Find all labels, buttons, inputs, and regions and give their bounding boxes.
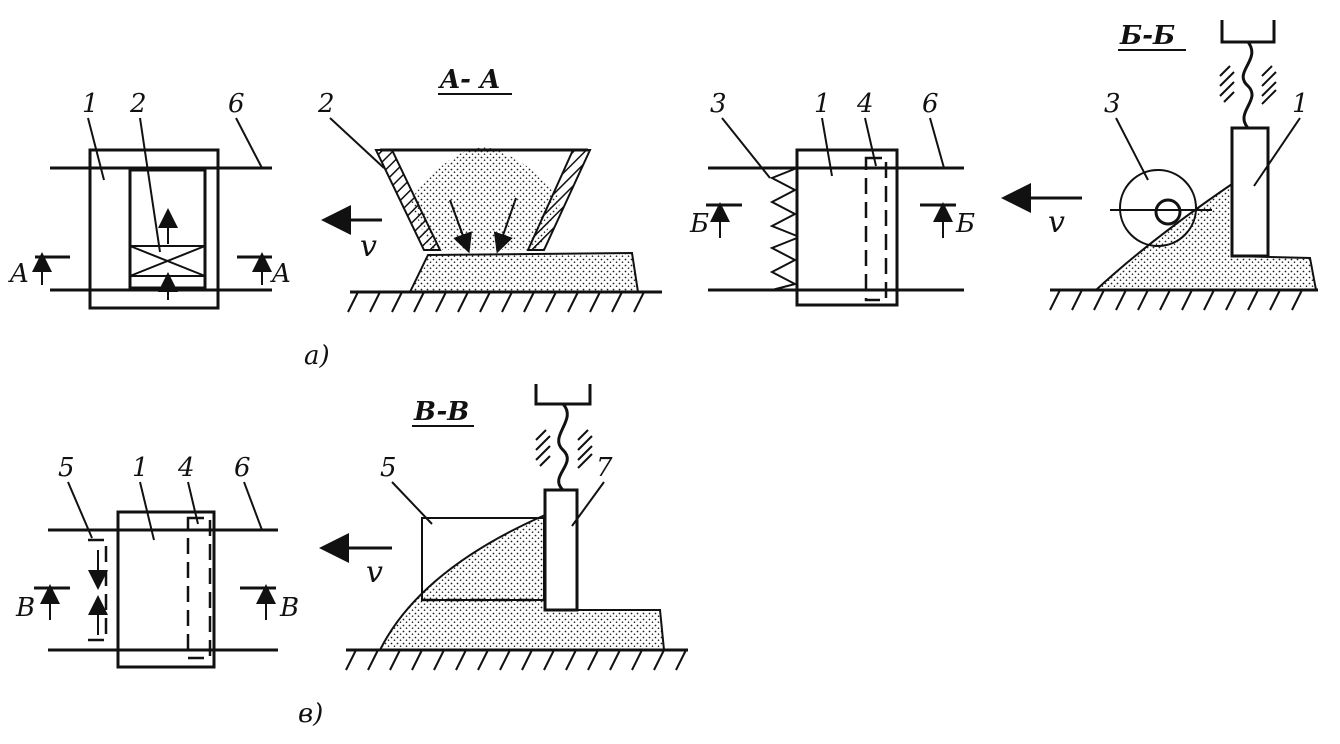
panel-v-plan: B B 5 1 4 6 в) [15, 453, 323, 729]
panel-a-section: A- A 2 v a) [304, 65, 662, 371]
label-1-v: 1 [132, 453, 149, 483]
subfigure-v-label: в) [298, 699, 323, 729]
blade-4-hidden-v [186, 516, 212, 660]
label-2-a: 2 [129, 89, 147, 119]
panel-b-plan: Б Б 3 1 4 6 [689, 89, 975, 307]
label-4-b: 4 [856, 89, 874, 119]
hopper-material [410, 147, 562, 250]
drive-bracket-v [534, 384, 592, 406]
speed-label-a: v [360, 229, 377, 264]
label-3-section-b: 3 [1104, 89, 1121, 119]
laid-layer-a [408, 251, 640, 293]
screed-5-hidden [88, 538, 108, 642]
subfigure-a-label: a) [304, 341, 330, 371]
box-1-v [116, 510, 216, 669]
material-pile-b [1093, 182, 1318, 291]
label-7-section-v: 7 [596, 453, 613, 483]
label-6-a: 6 [228, 89, 245, 119]
box-1 [88, 148, 220, 310]
roller-3 [1119, 169, 1197, 247]
flexible-shaft-b [1241, 41, 1254, 129]
section-title-vv: B-B [413, 397, 469, 427]
label-6-b: 6 [922, 89, 939, 119]
section-title-aa: A- A [437, 65, 500, 95]
label-5-section-v: 5 [380, 453, 397, 483]
spring-3-lower [769, 237, 798, 291]
speed-label-v: v [366, 555, 383, 590]
label-1-section-b: 1 [1292, 89, 1309, 119]
panel-a-plan: A A 1 2 6 [8, 89, 291, 310]
section-mark-v-right: B [279, 593, 299, 623]
section-mark-b-left: Б [689, 209, 709, 239]
label-4-v: 4 [177, 453, 195, 483]
label-2-section: 2 [317, 89, 335, 119]
section-mark-v-left: B [15, 593, 35, 623]
section-title-bb: Б-Б [1119, 21, 1175, 51]
blade-4-hidden [864, 156, 888, 302]
section-mark-b-right: Б [955, 209, 975, 239]
flexible-shaft-v [557, 402, 569, 492]
plate-7 [543, 488, 579, 612]
speed-label-b: v [1048, 205, 1065, 240]
label-1-b: 1 [814, 89, 831, 119]
label-5-v: 5 [58, 453, 75, 483]
drive-bracket-b [1220, 20, 1276, 44]
panel-b-section: Б-Б v 3 1 [1001, 20, 1318, 311]
section-mark-a-left: A [8, 259, 29, 289]
label-6-v: 6 [234, 453, 251, 483]
panel-v-section: B-B v 5 7 [319, 384, 688, 671]
box-1-b [795, 148, 899, 307]
plate-1-b [1230, 126, 1270, 258]
label-3-b: 3 [710, 89, 727, 119]
label-1-a: 1 [82, 89, 99, 119]
section-mark-a-right: A [270, 259, 291, 289]
spring-3-upper [769, 167, 798, 237]
